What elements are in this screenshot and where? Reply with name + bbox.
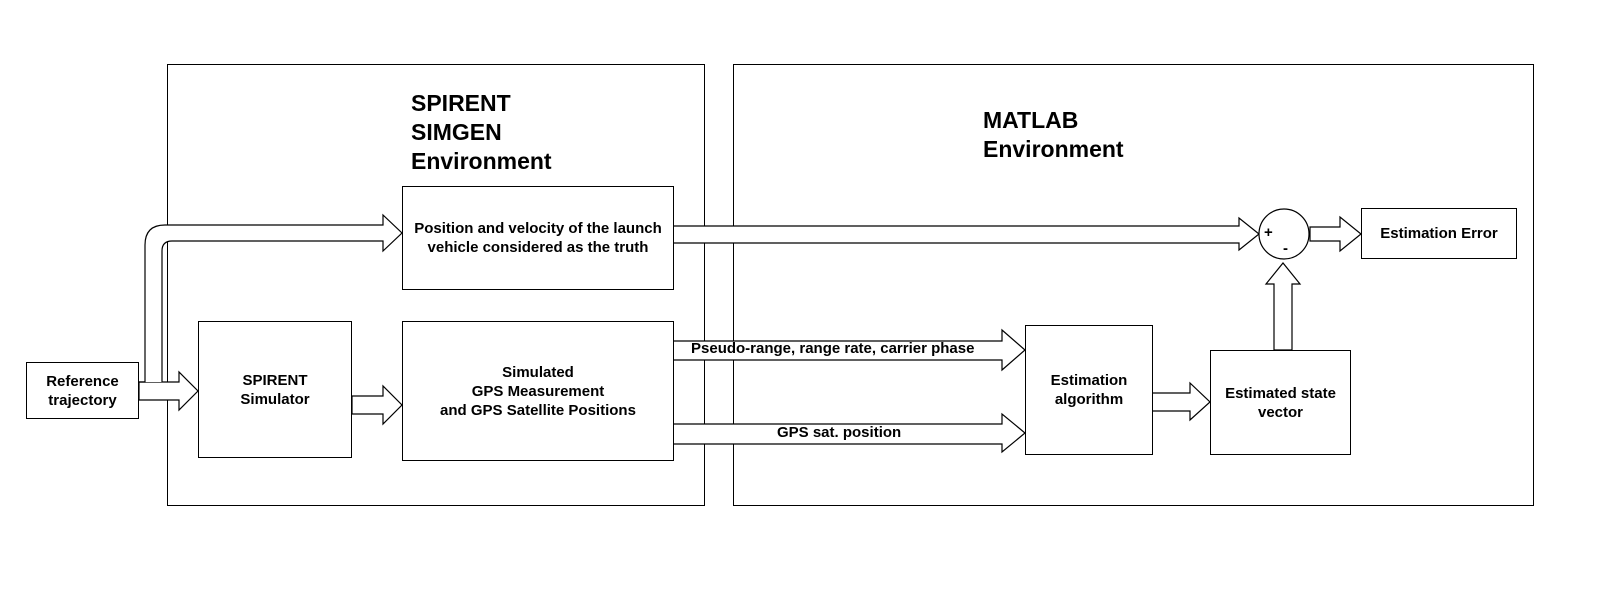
matlab-environment-title: MATLAB Environment: [983, 107, 1124, 162]
simulated-gps-block: Simulated GPS Measurement and GPS Satell…: [402, 321, 674, 461]
gps-sat-position-label: GPS sat. position: [777, 424, 902, 441]
arrow-junction-to-error: [1309, 215, 1362, 253]
arrow-estimation-to-state: [1149, 381, 1211, 422]
estimated-state-vector-block: Estimated state vector: [1210, 350, 1351, 455]
spirent-environment-title: SPIRENT SIMGEN Environment: [411, 90, 552, 174]
arrow-truth-to-junction: [672, 216, 1260, 252]
summing-junction: [1258, 208, 1310, 260]
junction-plus-sign: +: [1264, 224, 1273, 241]
arrow-state-to-junction: [1264, 262, 1302, 351]
arrow-simulator-to-gps: [351, 384, 403, 426]
spirent-simulator-block: SPIRENT Simulator: [198, 321, 352, 458]
arrow-satpos-to-estimation: [672, 412, 1026, 454]
pseudo-range-label: Pseudo-range, range rate, carrier phase: [691, 340, 975, 357]
junction-minus-sign: -: [1283, 240, 1288, 257]
arrow-reference-to-truth: [139, 213, 403, 383]
estimation-algorithm-block: Estimation algorithm: [1025, 325, 1153, 455]
arrow-reference-to-simulator: [138, 370, 199, 412]
estimation-error-block: Estimation Error: [1361, 208, 1517, 259]
reference-trajectory-block: Reference trajectory: [26, 362, 139, 419]
arrow-pseudorange-to-estimation: [672, 328, 1026, 372]
truth-block: Position and velocity of the launch vehi…: [402, 186, 674, 290]
